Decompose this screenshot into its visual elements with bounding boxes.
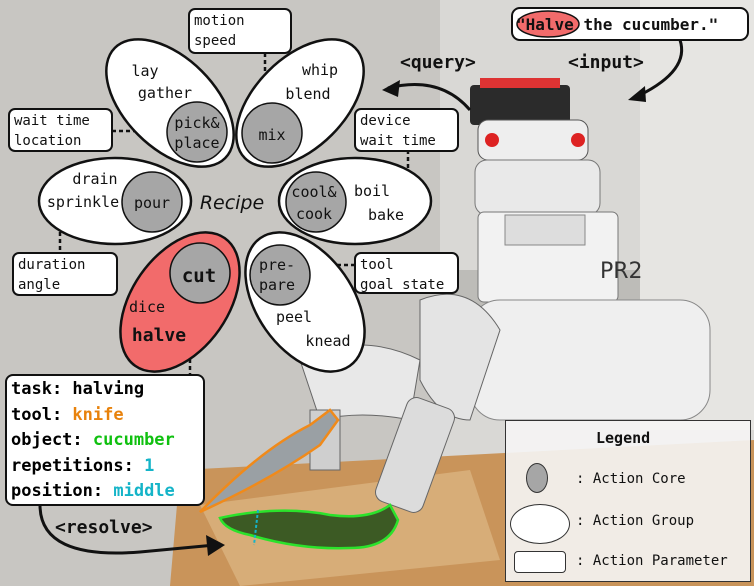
core-label: cut <box>182 265 216 287</box>
core-label: cook <box>296 205 332 223</box>
core-label: pour <box>134 194 170 212</box>
action-core-mix <box>241 102 303 164</box>
legend-core-label: : Action Core <box>576 471 686 487</box>
legend-parameter-label: : Action Parameter <box>576 553 728 569</box>
group-member: boil <box>354 182 390 200</box>
group-member-selected: halve <box>132 325 186 346</box>
query-label: <query> <box>400 52 476 73</box>
group-member: sprinkle <box>47 193 119 211</box>
input-label: <input> <box>568 52 644 73</box>
knife <box>199 408 340 514</box>
parameter-line: tool <box>360 257 394 273</box>
action-core-pick-place <box>166 101 228 163</box>
parameter-box-motion: motion speed <box>188 8 292 54</box>
instruction-text: "Halve the cucumber." <box>516 15 718 34</box>
resolve-label: <resolve> <box>55 517 153 538</box>
legend-parameter-swatch <box>514 551 566 573</box>
robot-label: PR2 <box>600 259 643 284</box>
core-label: mix <box>258 126 285 144</box>
parameter-box-duration: duration angle <box>12 252 118 296</box>
parameter-box-tool: tool goal state <box>354 252 459 294</box>
legend: Legend : Action Core : Action Group : Ac… <box>505 420 751 582</box>
cucumber <box>218 503 400 550</box>
group-member: dice <box>129 298 165 316</box>
input-arrow <box>639 39 684 97</box>
parameter-line: motion <box>194 13 245 29</box>
task-row: task: halving <box>11 379 145 399</box>
parameter-line: speed <box>194 33 237 49</box>
core-label: pare <box>259 276 295 294</box>
group-member: lay <box>131 62 158 80</box>
group-member: whip <box>302 61 338 79</box>
parameter-line: duration <box>18 257 86 273</box>
group-member: knead <box>305 332 350 350</box>
group-member: blend <box>285 85 330 103</box>
parameter-line: wait time <box>14 113 90 129</box>
parameter-line: device <box>360 113 411 129</box>
group-member: gather <box>138 84 192 102</box>
tool-row: tool: knife <box>11 404 124 425</box>
legend-group-label: : Action Group <box>576 513 695 529</box>
legend-title: Legend <box>596 429 651 447</box>
group-member: drain <box>72 170 117 188</box>
parameter-box-device: device wait time <box>354 108 459 152</box>
action-core-cut <box>169 242 231 304</box>
pr2-robot <box>299 78 711 513</box>
action-core-prepare <box>249 244 311 306</box>
object-row: object: cucumber <box>11 430 175 450</box>
resolved-task-box: task: halving tool: knife object: cucumb… <box>5 374 205 506</box>
parameter-box-pick-place: wait time location <box>8 108 113 152</box>
legend-core-swatch <box>526 463 548 493</box>
core-label: place <box>174 134 219 152</box>
position-row: position: middle <box>11 481 175 501</box>
parameter-line: wait time <box>360 133 436 149</box>
legend-group-swatch <box>510 504 570 544</box>
center-label: Recipe <box>200 192 264 214</box>
parameter-line: location <box>14 133 82 149</box>
core-label: cool& <box>291 183 336 201</box>
resolve-arrow <box>38 504 216 555</box>
core-label: pre- <box>259 256 295 274</box>
parameter-line: goal state <box>360 277 445 293</box>
action-core-pour <box>121 171 183 233</box>
group-member: bake <box>368 206 404 224</box>
core-label: pick& <box>174 114 219 132</box>
group-member: peel <box>276 308 312 326</box>
action-core-cook <box>285 171 347 233</box>
parameter-line: angle <box>18 277 61 293</box>
repetitions-row: repetitions: 1 <box>11 455 155 476</box>
